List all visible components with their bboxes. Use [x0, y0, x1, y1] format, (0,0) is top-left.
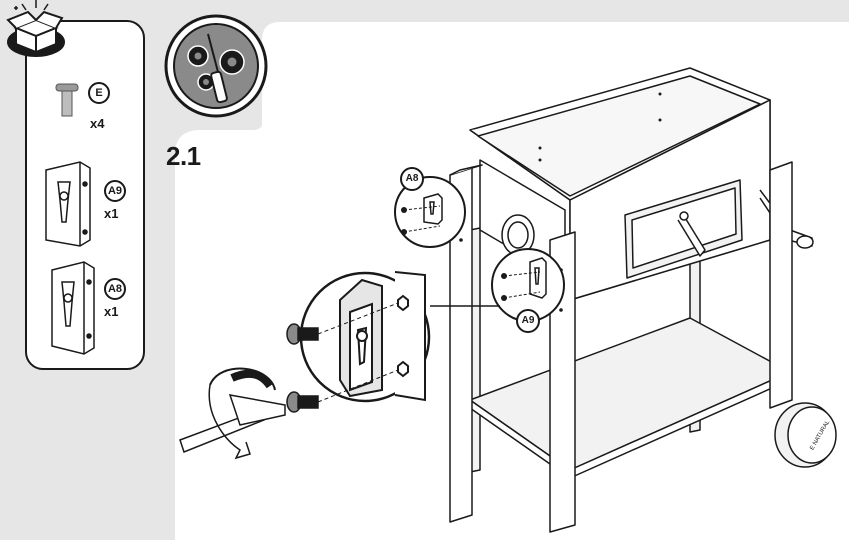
- step-number: 2.1: [166, 141, 201, 171]
- part-id-badge: A8: [104, 278, 126, 300]
- callout-label-upper: A8: [400, 167, 424, 191]
- part-id-badge: E: [88, 82, 110, 104]
- callout-label-lower: A9: [516, 309, 540, 333]
- part-quantity: x1: [104, 304, 119, 319]
- part-id-badge: A9: [104, 180, 126, 202]
- screw-icon: [55, 83, 79, 117]
- part-quantity: x1: [104, 206, 119, 221]
- bracket-icon: [45, 161, 91, 247]
- screwdriver-icon: [179, 367, 286, 460]
- bracket-icon: [51, 261, 95, 355]
- part-quantity: x4: [90, 116, 105, 131]
